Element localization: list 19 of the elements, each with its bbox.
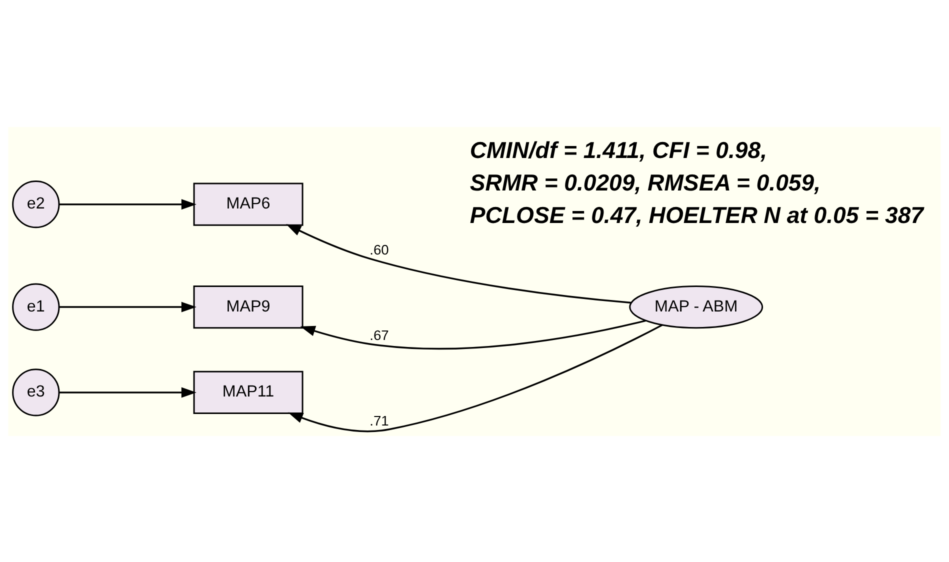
arrow: [300, 319, 646, 350]
label: PCLOSE = 0.47, HOELTER N at 0.05 = 387: [470, 201, 924, 228]
node-box: MAP6: [193, 182, 304, 226]
node-circle: e2: [12, 180, 60, 228]
edge-label: .67: [370, 326, 389, 343]
edge-label: .71: [370, 412, 389, 428]
arrow: [59, 198, 196, 210]
node-ellipse: MAP - ABM: [629, 285, 764, 328]
node-circle: e1: [12, 282, 60, 330]
arrow: [286, 224, 632, 304]
edge-label: .60: [370, 241, 389, 258]
arrow: [59, 301, 196, 312]
node-box: MAP9: [193, 285, 304, 328]
arrow: [288, 324, 663, 432]
arrow: [59, 386, 196, 398]
node-box: MAP11: [193, 370, 304, 414]
node-circle: e3: [12, 368, 60, 416]
label: CMIN/df = 1.411, CFI = 0.98,: [470, 136, 768, 163]
label: SRMR = 0.0209, RMSEA = 0.059,: [470, 168, 821, 195]
